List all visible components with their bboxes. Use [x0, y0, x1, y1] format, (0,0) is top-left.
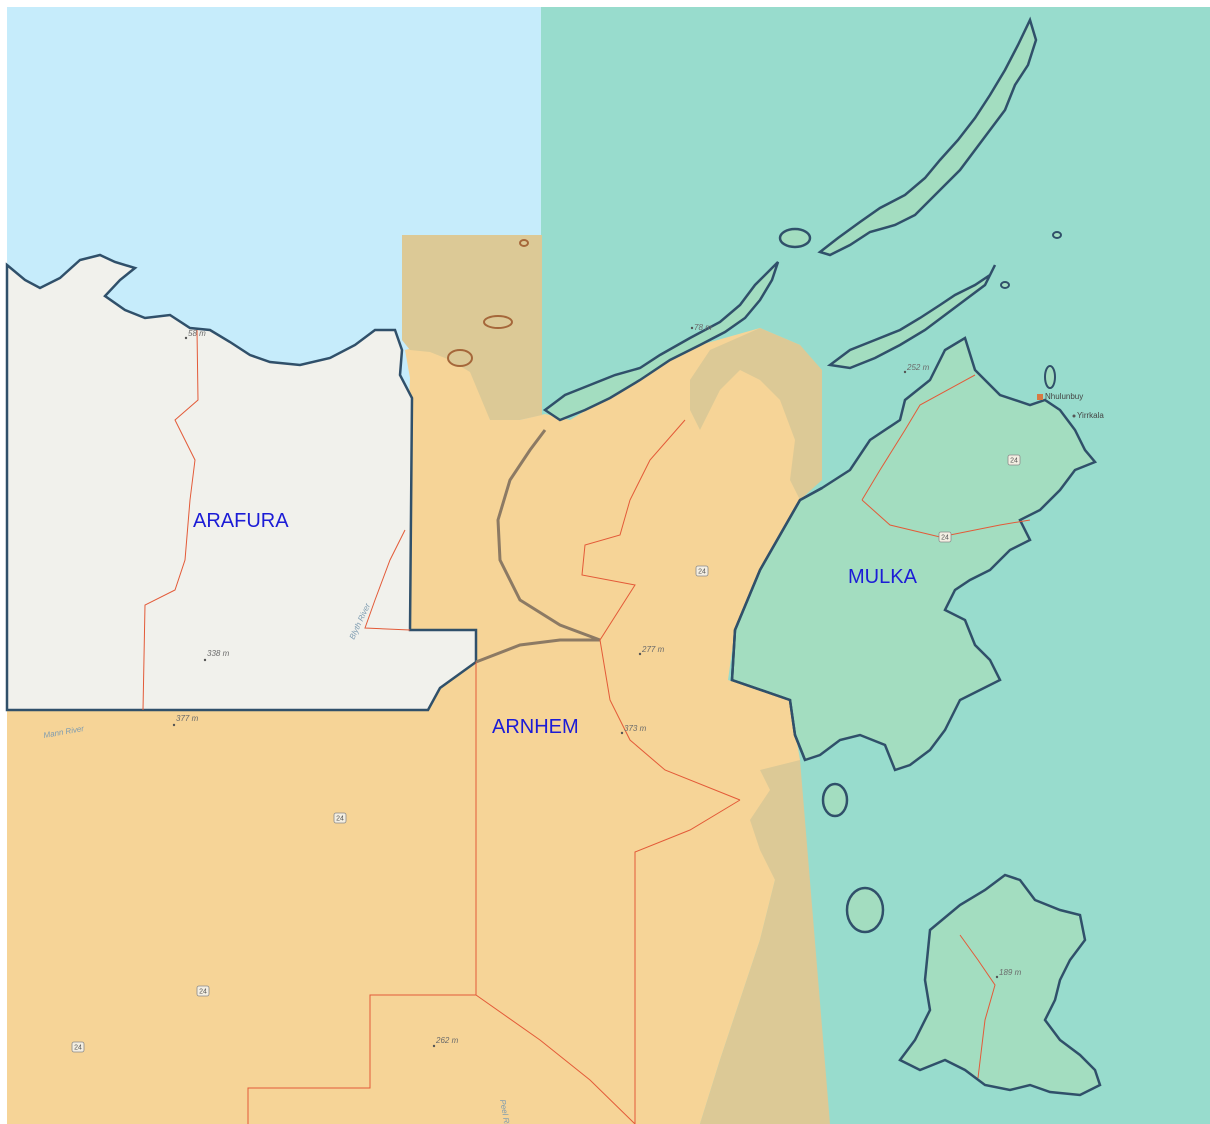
road-shield-icon: 24 — [695, 565, 709, 577]
svg-text:58 m: 58 m — [188, 329, 206, 338]
road-shields: 24 24 24 24 24 24 — [71, 454, 1021, 1053]
svg-text:Yirrkala: Yirrkala — [1077, 411, 1104, 420]
northeast-islands — [826, 264, 997, 370]
svg-text:338 m: 338 m — [207, 649, 230, 658]
arnhem-land-area — [7, 328, 820, 1124]
region-label-mulka: MULKA — [848, 566, 918, 588]
small-island — [483, 315, 513, 329]
region-label-arafura: ARAFURA — [193, 510, 289, 532]
small-island — [821, 782, 849, 818]
overlap-area-east — [690, 328, 822, 500]
svg-text:24: 24 — [1010, 458, 1018, 465]
svg-text:Nhulunbuy: Nhulunbuy — [1045, 392, 1083, 401]
road-shield-icon: 24 — [938, 531, 952, 543]
svg-text:24: 24 — [941, 535, 949, 542]
svg-text:78 m: 78 m — [694, 323, 712, 332]
road-shield-icon: 24 — [1007, 454, 1021, 466]
parcel-boundaries — [142, 329, 1031, 1124]
place-labels: Nhulunbuy Yirrkala — [1037, 392, 1104, 420]
svg-text:24: 24 — [74, 1045, 82, 1052]
overlap-area-south — [700, 760, 830, 1124]
svg-text:189 m: 189 m — [999, 968, 1022, 977]
svg-text:377 m: 377 m — [176, 714, 199, 723]
small-island — [845, 886, 885, 934]
arafura-land-area — [5, 253, 478, 712]
road-shield-icon: 24 — [196, 985, 210, 997]
mulka-west-boundary — [730, 486, 823, 761]
road-shield-icon: 24 — [71, 1041, 85, 1053]
small-island — [1000, 281, 1010, 289]
svg-text:24: 24 — [336, 816, 344, 823]
region-label-arnhem: ARNHEM — [492, 716, 579, 738]
wessel-islands — [817, 16, 1038, 257]
svg-text:277 m: 277 m — [641, 645, 665, 654]
svg-text:262 m: 262 m — [435, 1036, 459, 1045]
small-island — [778, 227, 812, 249]
small-island — [1052, 231, 1062, 239]
svg-text:252 m: 252 m — [906, 363, 930, 372]
arnhem-internal-boundary — [475, 429, 601, 664]
small-island — [519, 239, 529, 247]
svg-text:373 m: 373 m — [624, 724, 647, 733]
coastal-island-chain — [542, 261, 780, 422]
road-shield-icon: 24 — [333, 812, 347, 824]
small-island — [447, 349, 473, 367]
mulka-land-area — [730, 336, 1098, 772]
svg-text:24: 24 — [199, 989, 207, 996]
mulka-south-island — [898, 873, 1102, 1097]
small-island — [1044, 365, 1056, 389]
elevation-labels: 58 m 338 m 377 m 262 m 277 m 373 m 252 m… — [172, 323, 1022, 1048]
svg-text:24: 24 — [698, 569, 706, 576]
overlap-area-west — [402, 235, 542, 420]
